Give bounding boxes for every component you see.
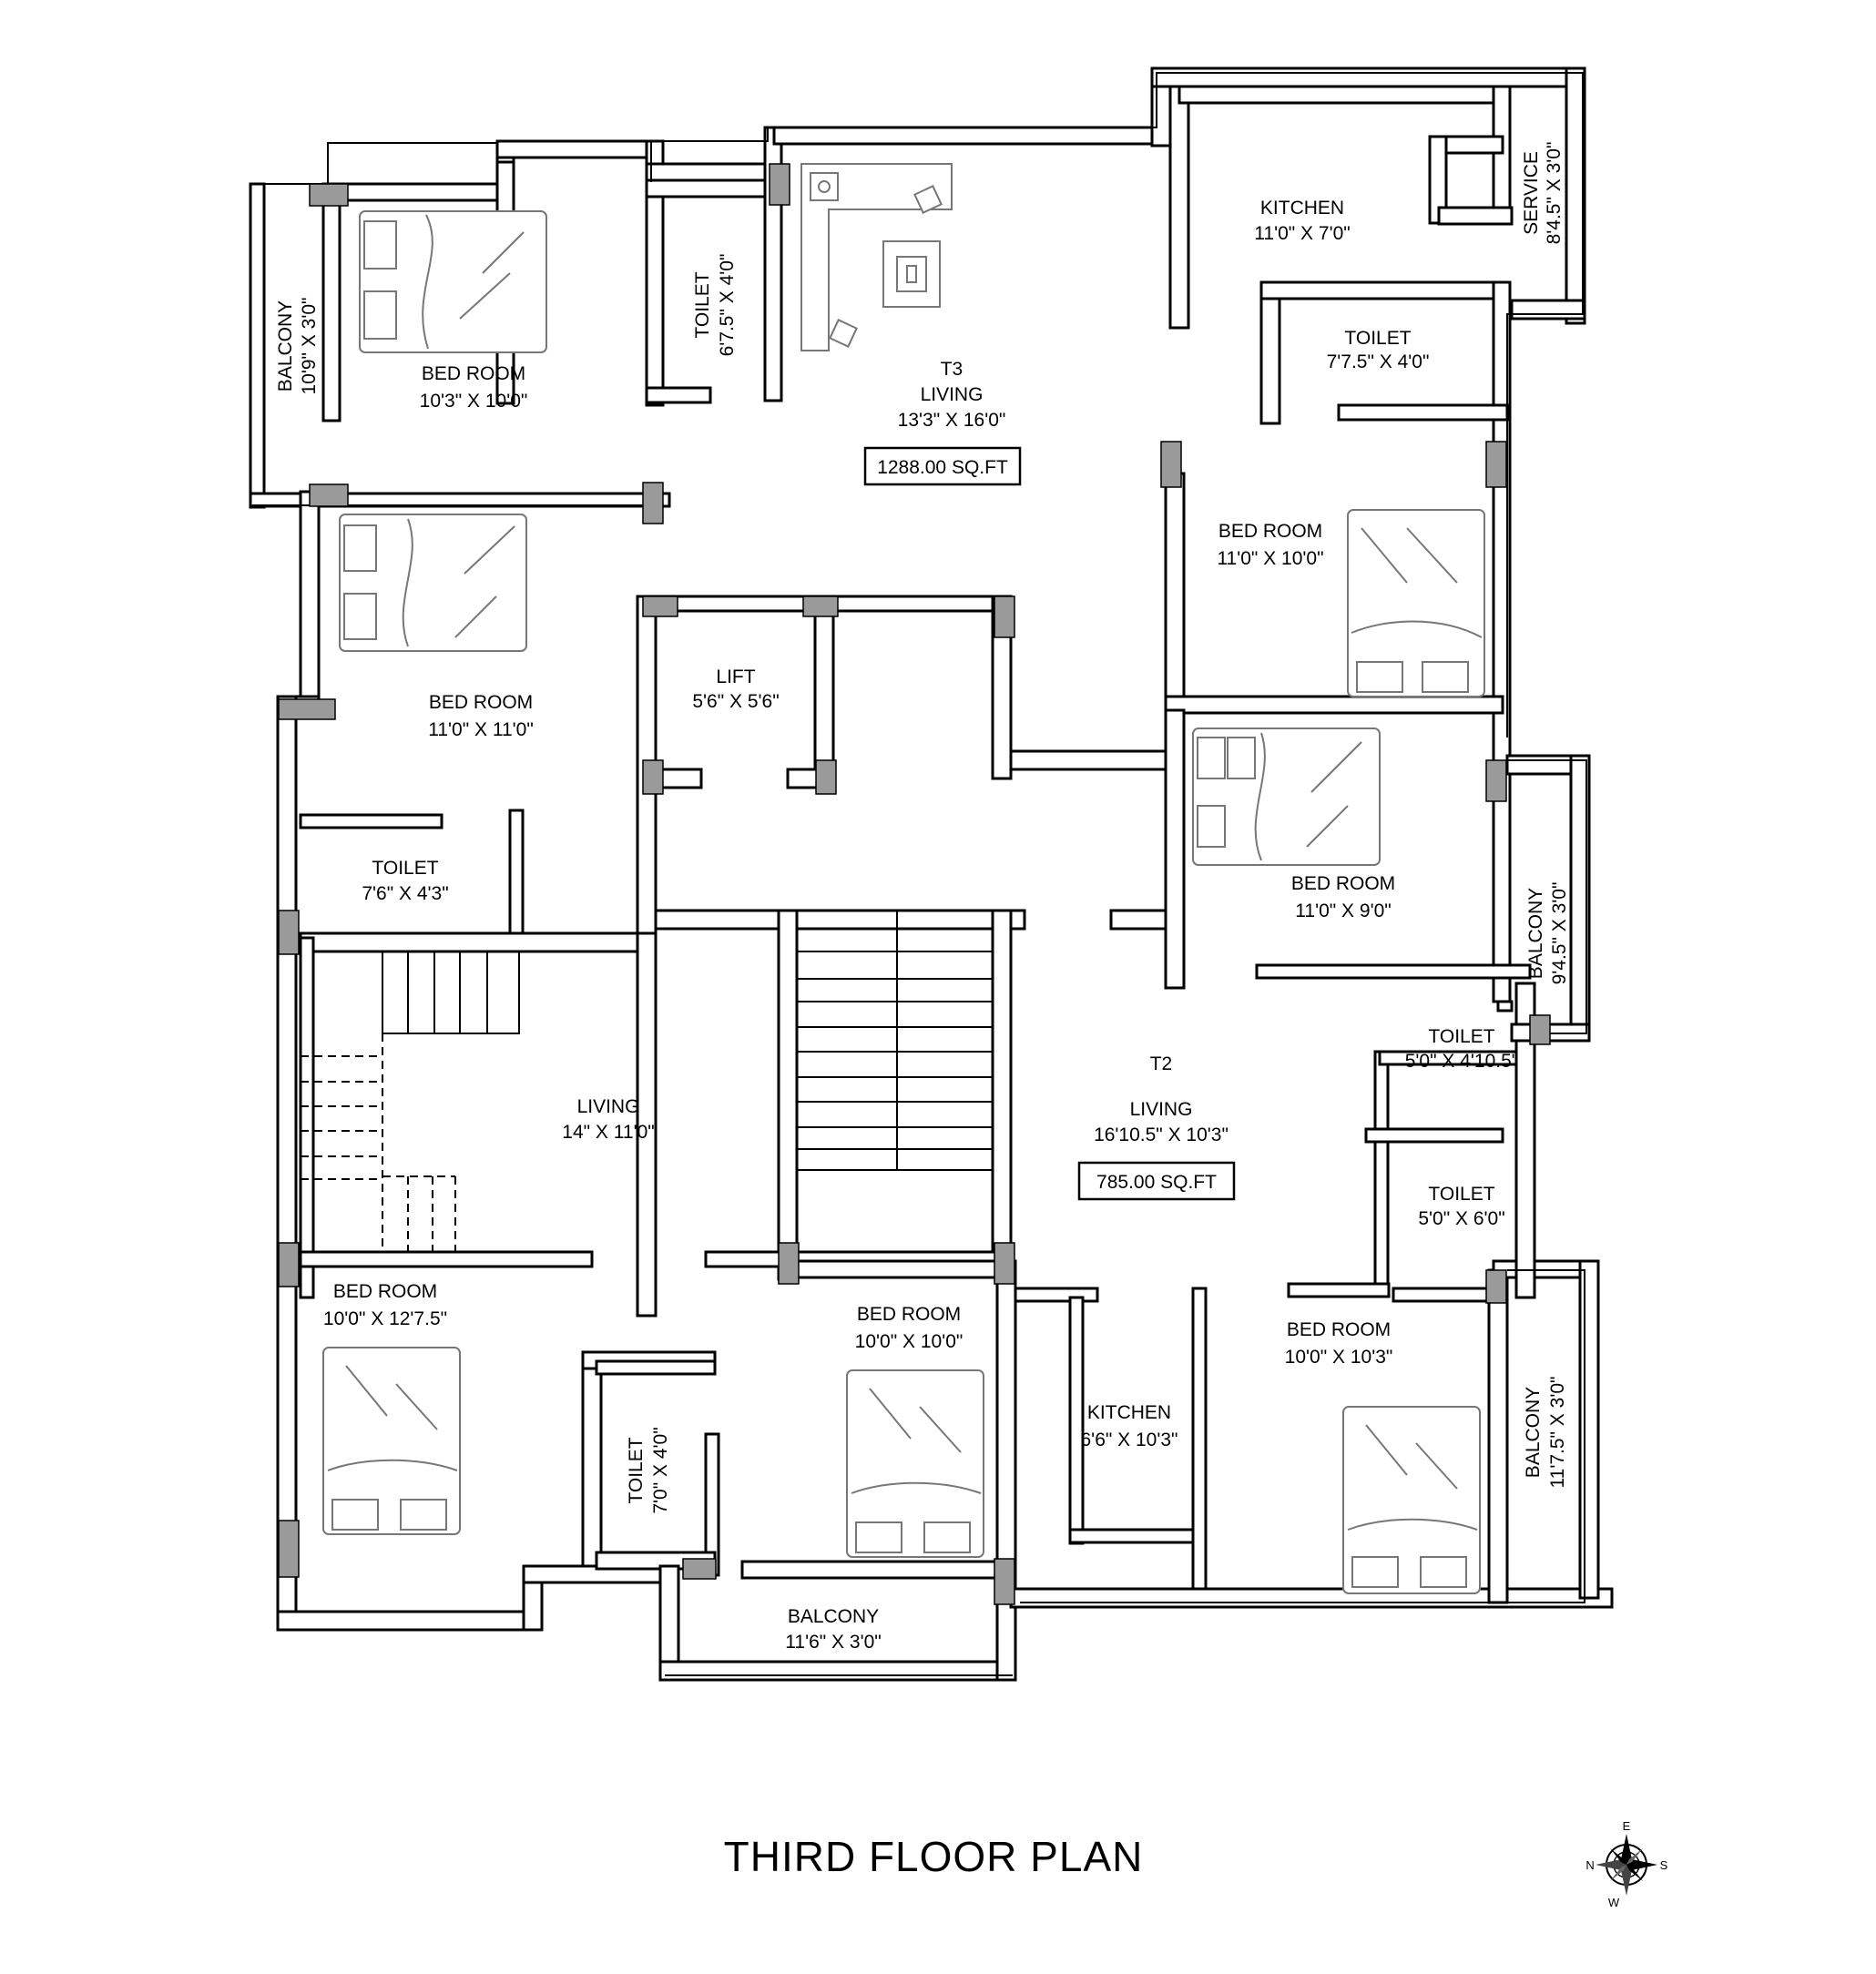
room-name: BED ROOM: [1291, 873, 1395, 894]
room-size: 14" X 11'0": [562, 1122, 654, 1143]
unit-name: T3: [941, 359, 963, 380]
room-size: 13'3" X 16'0": [898, 410, 1006, 431]
room-size: 7'7.5" X 4'0": [1327, 351, 1430, 372]
room-size: 11'0" X 10'0": [1217, 548, 1323, 569]
room-size: 11'0" X 9'0": [1295, 901, 1391, 921]
room-name: TOILET: [626, 1437, 647, 1503]
room-name: KITCHEN: [1260, 198, 1344, 219]
room-name: TOILET: [1428, 1026, 1494, 1047]
compass-n-label: N: [1585, 1858, 1594, 1872]
room-size: 16'10.5" X 10'3": [1094, 1124, 1229, 1145]
room-size: 5'0" X 4'10.5": [1405, 1051, 1519, 1072]
compass-e-label: E: [1623, 1819, 1631, 1833]
sofa-set-icon: [800, 163, 953, 351]
room-name: BED ROOM: [1287, 1319, 1391, 1340]
room-size: 8'4.5" X 3'0": [1544, 142, 1565, 245]
room-name: BED ROOM: [1218, 521, 1322, 542]
room-name: KITCHEN: [1087, 1402, 1171, 1423]
room-name: BED ROOM: [422, 363, 525, 384]
room-size: 10'0" X 12'7.5": [323, 1308, 447, 1329]
room-name: BALCONY: [788, 1606, 879, 1627]
area-box-t2: [1077, 1161, 1236, 1201]
room-name: LIVING: [1130, 1099, 1193, 1120]
room-size: 7'0" X 4'0": [650, 1427, 671, 1513]
room-name: BED ROOM: [857, 1304, 961, 1325]
bed-icon: [322, 1347, 461, 1535]
room-size: 10'0" X 10'0": [855, 1331, 963, 1352]
room-name: SERVICE: [1521, 151, 1542, 235]
room-size: 11'0" X 11'0": [428, 719, 534, 740]
stairs: [301, 911, 994, 1252]
bed-icon: [1347, 509, 1485, 697]
room-name: LIVING: [921, 384, 984, 405]
room-name: BALCONY: [1525, 888, 1546, 979]
room-name: TOILET: [1428, 1184, 1494, 1205]
room-size: 11'6" X 3'0": [785, 1632, 881, 1653]
room-size: 9'4.5" X 3'0": [1549, 882, 1570, 985]
area-value: 1288.00 SQ.FT: [877, 457, 1008, 478]
room-size: 10'9" X 3'0": [299, 298, 320, 395]
room-size: 10'3" X 10'0": [420, 391, 528, 412]
room-name: BED ROOM: [333, 1281, 437, 1302]
bed-icon: [1192, 728, 1381, 866]
plan-title: THIRD FLOOR PLAN: [724, 1833, 1144, 1880]
room-size: 11'0" X 7'0": [1254, 223, 1350, 244]
room-size: 10'0" X 10'3": [1285, 1347, 1393, 1368]
room-size: 5'0" X 6'0": [1418, 1208, 1504, 1229]
area-box-t3: [863, 446, 1022, 486]
room-name: TOILET: [372, 858, 438, 879]
room-labels: BED ROOM 10'3" X 10'0" BALCONY 10'9" X 3…: [275, 142, 1570, 1653]
room-name: TOILET: [1344, 328, 1411, 349]
bed-icon: [339, 514, 527, 652]
room-size: 11'7.5" X 3'0": [1547, 1377, 1568, 1489]
room-name: LIVING: [577, 1096, 640, 1117]
beds: [322, 210, 1485, 1594]
room-size: 7'6" X 4'3": [362, 883, 448, 904]
columns: [278, 163, 1551, 1605]
compass-rose-icon: E N S W: [1585, 1819, 1667, 1909]
room-name: LIFT: [716, 666, 755, 687]
area-value: 785.00 SQ.FT: [1096, 1172, 1217, 1193]
compass-w-label: W: [1608, 1896, 1620, 1909]
bed-icon: [1342, 1406, 1481, 1594]
unit-name: T2: [1150, 1053, 1173, 1074]
room-size: 5'6" X 5'6": [692, 691, 779, 712]
room-name: BALCONY: [1523, 1387, 1544, 1478]
bed-icon: [359, 210, 547, 353]
room-name: BED ROOM: [429, 692, 533, 713]
bed-icon: [846, 1369, 984, 1558]
room-name: TOILET: [692, 271, 713, 338]
compass-s-label: S: [1660, 1858, 1668, 1872]
room-size: 6'7.5" X 4'0": [717, 254, 738, 357]
room-size: 6'6" X 10'3": [1081, 1430, 1178, 1450]
room-name: BALCONY: [275, 300, 296, 392]
